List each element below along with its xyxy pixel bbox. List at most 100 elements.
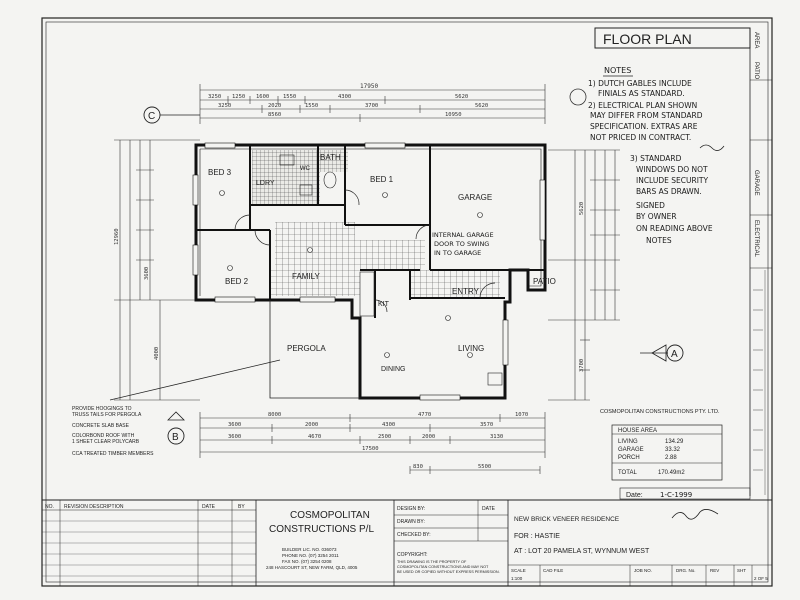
dim-label: 5620 <box>475 103 488 109</box>
rev-header-description: REVISION DESCRIPTION <box>64 504 124 510</box>
dim-label: 3250 <box>218 103 231 109</box>
dim-label: 3570 <box>480 422 493 428</box>
dim-label: 4670 <box>308 434 321 440</box>
date-label: Date: <box>626 492 643 499</box>
dim-label: 1550 <box>283 94 296 100</box>
copyright-text: COSMOPOLITAN CONSTRUCTIONS AND MAY NOT <box>397 565 489 569</box>
light-points <box>219 190 483 358</box>
copyright-heading: COPYRIGHT: <box>397 552 428 558</box>
drawing-no-label: DRG. No. <box>676 568 696 573</box>
company-line1: COSMOPOLITAN <box>290 510 370 521</box>
note-line: 2) ELECTRICAL PLAN SHOWN <box>588 101 697 110</box>
project-name: NEW BRICK VENEER RESIDENCE <box>514 516 620 523</box>
area-row-label: GARAGE <box>618 447 644 453</box>
scale-label: SCALE <box>511 568 526 573</box>
left-dimensions <box>114 139 200 401</box>
area-row-value: 2.88 <box>665 455 677 461</box>
sheet-label: SHT <box>737 568 746 573</box>
dim-label: 4300 <box>382 422 395 428</box>
side-label-garage: GARAGE <box>753 170 759 196</box>
dim-label: 4770 <box>418 412 431 418</box>
pergola-notes: PROVIDE HOOGINGS TO TRUSS TAILS FOR PERG… <box>72 406 154 457</box>
dim-label: 3700 <box>365 103 378 109</box>
room-labels: BED 3 BED 2 BED 1 BATH LDRY WC GARAGE FA… <box>208 153 556 373</box>
section-label-a: A <box>671 349 678 360</box>
room-wc: WC <box>300 166 311 172</box>
client-name: FOR : HASTIE <box>514 533 560 540</box>
title-date-label: DATE <box>482 506 496 512</box>
dim-label: 1250 <box>232 94 245 100</box>
checked-by-label: CHECKED BY: <box>397 532 431 538</box>
section-marker-a: A <box>640 344 684 362</box>
room-living: LIVING <box>458 344 484 353</box>
area-row-value: 33.32 <box>665 447 681 453</box>
dim-label: 5500 <box>478 464 491 470</box>
door-swings <box>234 189 496 313</box>
room-family: FAMILY <box>292 272 321 281</box>
garage-note-line: INTERNAL GARAGE <box>432 231 494 239</box>
dim-label: 3250 <box>208 94 221 100</box>
room-bed1: BED 1 <box>370 175 394 184</box>
area-table: COSMOPOLITAN CONSTRUCTIONS PTY. LTD. HOU… <box>600 409 723 481</box>
side-label-electrical: ELECTRICAL <box>753 220 759 258</box>
notes: NOTES 1) DUTCH GABLES INCLUDE FINIALS AS… <box>569 66 725 245</box>
dim-left: 12960 <box>114 228 120 245</box>
garage-note-line: DOOR TO SWING <box>434 240 489 248</box>
room-bed2: BED 2 <box>225 277 249 286</box>
side-labels: AREA PATIO GARAGE ELECTRICAL <box>753 32 763 471</box>
drawn-by-label: DRAWN BY: <box>397 519 425 525</box>
pergola-note: TRUSS TAILS FOR PERGOLA <box>72 412 142 418</box>
right-dimension-labels: 5620 3700 <box>579 202 585 372</box>
pergola-note: COLORBOND ROOF WITH <box>72 433 135 439</box>
notes-heading: NOTES <box>604 66 631 75</box>
company-detail: 248 HASCOURT ST, NEW FARM, QLD, 4005 <box>266 565 358 570</box>
company-detail: BUILDER LIC. NO. 036073 <box>282 547 337 552</box>
garage-note-line: IN TO GARAGE <box>434 249 481 257</box>
dim-label: 1600 <box>256 94 269 100</box>
title-box: FLOOR PLAN <box>594 27 751 49</box>
company-detail: PHONE NO. (07) 3254 2011 <box>282 553 339 558</box>
dim-label: 8560 <box>268 112 281 118</box>
dim-label: 3600 <box>228 422 241 428</box>
pergola-note: PROVIDE HOOGINGS TO <box>72 406 132 412</box>
dim-label: 830 <box>413 464 423 470</box>
note-line: WINDOWS DO NOT <box>636 165 708 174</box>
top-dimensions <box>199 84 546 124</box>
bottom-dimensions <box>199 412 546 474</box>
date-value: 1-C-1999 <box>660 491 692 499</box>
sheet-title: FLOOR PLAN <box>603 31 692 47</box>
side-label-area: AREA <box>753 32 759 48</box>
room-dining: DINING <box>381 366 406 373</box>
rev-header-by: BY <box>238 504 245 510</box>
rev-label: REV <box>710 568 719 573</box>
room-kitchen: KIT <box>378 301 390 308</box>
top-dimension-labels: 17950 3250 1250 1600 1550 4300 5620 3250… <box>208 83 488 118</box>
dim-label: 1070 <box>515 412 528 418</box>
area-table-company: COSMOPOLITAN CONSTRUCTIONS PTY. LTD. <box>600 409 720 415</box>
design-by-label: DESIGN BY: <box>397 506 425 512</box>
area-row-value: 134.29 <box>665 439 684 445</box>
dim-label: 3600 <box>228 434 241 440</box>
dim-label: 3130 <box>490 434 503 440</box>
pergola-note: 1 SHEET CLEAR POLYCARB <box>72 439 140 445</box>
job-no-label: JOB NO. <box>634 568 652 573</box>
windows <box>192 142 546 401</box>
dim-label: 5620 <box>455 94 468 100</box>
bottom-dimension-labels: 8000 4770 1070 3600 2000 4300 3570 3600 … <box>228 412 528 470</box>
copyright-text: THIS DRAWING IS THE PROPERTY OF <box>397 560 467 564</box>
site-address: AT : LOT 20 PAMELA ST, WYNNUM WEST <box>514 548 650 555</box>
pergola-outline <box>109 300 360 401</box>
pergola-note: CONCRETE SLAB BASE <box>72 423 130 429</box>
room-bath: BATH <box>320 153 341 162</box>
area-total-value: 170.49m2 <box>658 470 685 476</box>
dim-top-overall: 17950 <box>360 83 378 90</box>
note-line: 1) DUTCH GABLES INCLUDE <box>588 79 692 88</box>
section-label-c: C <box>148 111 155 122</box>
area-table-heading: HOUSE AREA <box>618 428 657 434</box>
room-pergola: PERGOLA <box>287 344 326 353</box>
section-marker-b: B <box>167 411 185 445</box>
signature-icon <box>671 509 719 520</box>
room-patio: PATIO <box>533 277 556 286</box>
dim-right: 5620 <box>579 202 585 215</box>
dim-label: 10950 <box>445 112 462 118</box>
